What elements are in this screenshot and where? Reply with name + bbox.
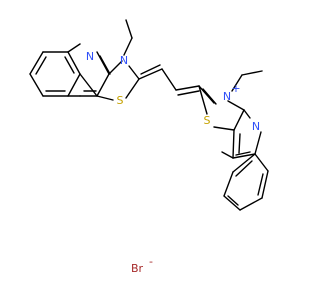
bond [175, 85, 200, 91]
bond [254, 153, 269, 172]
lower-benzo-ring [223, 153, 269, 211]
bond [235, 151, 251, 156]
lower-ethyl-group [231, 70, 263, 92]
atom-label-nitrogen-cation: N [223, 90, 231, 103]
bond [140, 64, 161, 75]
bond [108, 60, 123, 75]
bond [221, 151, 234, 159]
bond [232, 153, 256, 159]
bond [227, 195, 239, 206]
bond [177, 90, 200, 96]
bond [79, 73, 98, 97]
bond [243, 109, 251, 119]
bond [125, 19, 133, 39]
bond [232, 153, 256, 173]
bond [213, 126, 235, 131]
bond [238, 133, 241, 154]
upper-pyridine-ring [67, 43, 111, 97]
bond [202, 88, 217, 105]
bond [64, 56, 75, 74]
upper-thiazole-ring [96, 60, 140, 101]
bond [235, 160, 253, 177]
lower-pyridine-ring [221, 109, 262, 159]
bond [223, 171, 234, 197]
bond [67, 51, 81, 75]
bond [198, 85, 215, 104]
bond [241, 70, 263, 76]
bond [96, 51, 110, 75]
atom-label-sulfur: S [204, 114, 211, 127]
bromide-label: Br [131, 262, 144, 275]
bond [254, 131, 262, 155]
atom-label-sulfur: S [117, 94, 124, 107]
structure-canvas: N N S S N + N Br - [29, 19, 269, 275]
bond [29, 51, 44, 75]
atom-label-nitrogen: N [120, 54, 128, 67]
bond [161, 68, 177, 91]
bond [125, 78, 140, 99]
bond [67, 43, 81, 53]
bond [29, 73, 44, 97]
bond [123, 37, 133, 56]
methine-bridge [138, 64, 200, 96]
molecule-diagram: N N S S N + N Br - [29, 19, 269, 275]
bond [128, 65, 140, 80]
upper-ethyl-group [123, 19, 133, 56]
atom-label-nitrogen: N [252, 120, 260, 133]
bond [233, 109, 245, 131]
bond [96, 73, 110, 97]
bond [138, 68, 163, 80]
bond [96, 95, 114, 101]
bond [232, 129, 235, 159]
bond [227, 100, 245, 111]
lower-thiazolium-ring [198, 85, 245, 131]
bond [223, 195, 241, 211]
bond [99, 55, 111, 75]
atom-label-nitrogen: N [86, 50, 94, 63]
bond [67, 73, 81, 97]
bond [239, 197, 263, 211]
upper-benzo-ring [29, 51, 81, 97]
bond [35, 56, 47, 75]
negative-charge: - [149, 255, 153, 268]
bond [261, 170, 269, 199]
bond [257, 173, 264, 196]
bond [198, 85, 208, 115]
bond [231, 74, 243, 92]
positive-charge: + [231, 82, 240, 95]
